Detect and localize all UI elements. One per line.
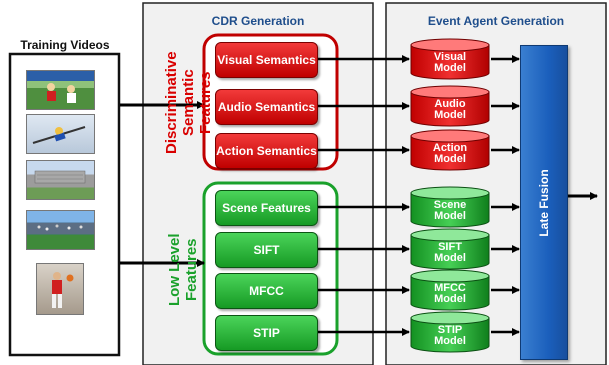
late-fusion-block: Late Fusion <box>520 45 568 360</box>
model-cylinder <box>410 311 490 353</box>
basketball-thumbnail <box>36 263 84 315</box>
discriminative-semantic-features-label: Discriminative Semantic Features <box>163 51 214 155</box>
feature-label: STIP <box>253 326 280 340</box>
model-label: Visual Model <box>433 51 467 74</box>
feature-box-action-semantics: Action Semantics <box>215 133 318 169</box>
feature-box-mfcc: MFCC <box>215 273 318 309</box>
ski-jump-thumbnail <box>26 114 95 154</box>
feature-label: Scene Features <box>222 201 311 215</box>
feature-label: MFCC <box>249 284 284 298</box>
late-fusion-label: Late Fusion <box>537 168 551 237</box>
feature-label: Visual Semantics <box>217 53 316 67</box>
feature-box-visual-semantics: Visual Semantics <box>215 42 318 78</box>
model-label: Audio Model <box>434 98 466 121</box>
training-videos-label: Training Videos <box>20 38 110 52</box>
baseball-crowd-thumbnail <box>26 210 95 250</box>
model-label: MFCC Model <box>434 282 466 305</box>
feature-box-audio-semantics: Audio Semantics <box>215 89 318 125</box>
low-level-features-label: Low Level Features <box>166 233 200 306</box>
cdr-generation-title: CDR Generation <box>211 14 305 28</box>
model-label: SIFT Model <box>434 241 466 264</box>
model-cylinder <box>410 269 490 311</box>
model-cylinder <box>410 38 490 80</box>
model-cylinder <box>410 129 490 171</box>
model-label: STIP Model <box>434 324 466 347</box>
field-hockey-thumbnail <box>26 70 95 110</box>
model-cylinder <box>410 228 490 270</box>
stadium-thumbnail <box>26 160 95 200</box>
model-cylinder <box>410 85 490 127</box>
feature-box-sift: SIFT <box>215 232 318 268</box>
feature-label: Action Semantics <box>216 144 317 158</box>
model-label: Scene Model <box>433 199 467 222</box>
feature-label: SIFT <box>253 243 280 257</box>
feature-box-scene-features: Scene Features <box>215 190 318 226</box>
model-label: Action Model <box>432 142 468 165</box>
feature-label: Audio Semantics <box>217 100 316 114</box>
feature-box-stip: STIP <box>215 315 318 351</box>
model-cylinder <box>410 186 490 228</box>
event-agent-generation-title: Event Agent Generation <box>427 14 565 28</box>
